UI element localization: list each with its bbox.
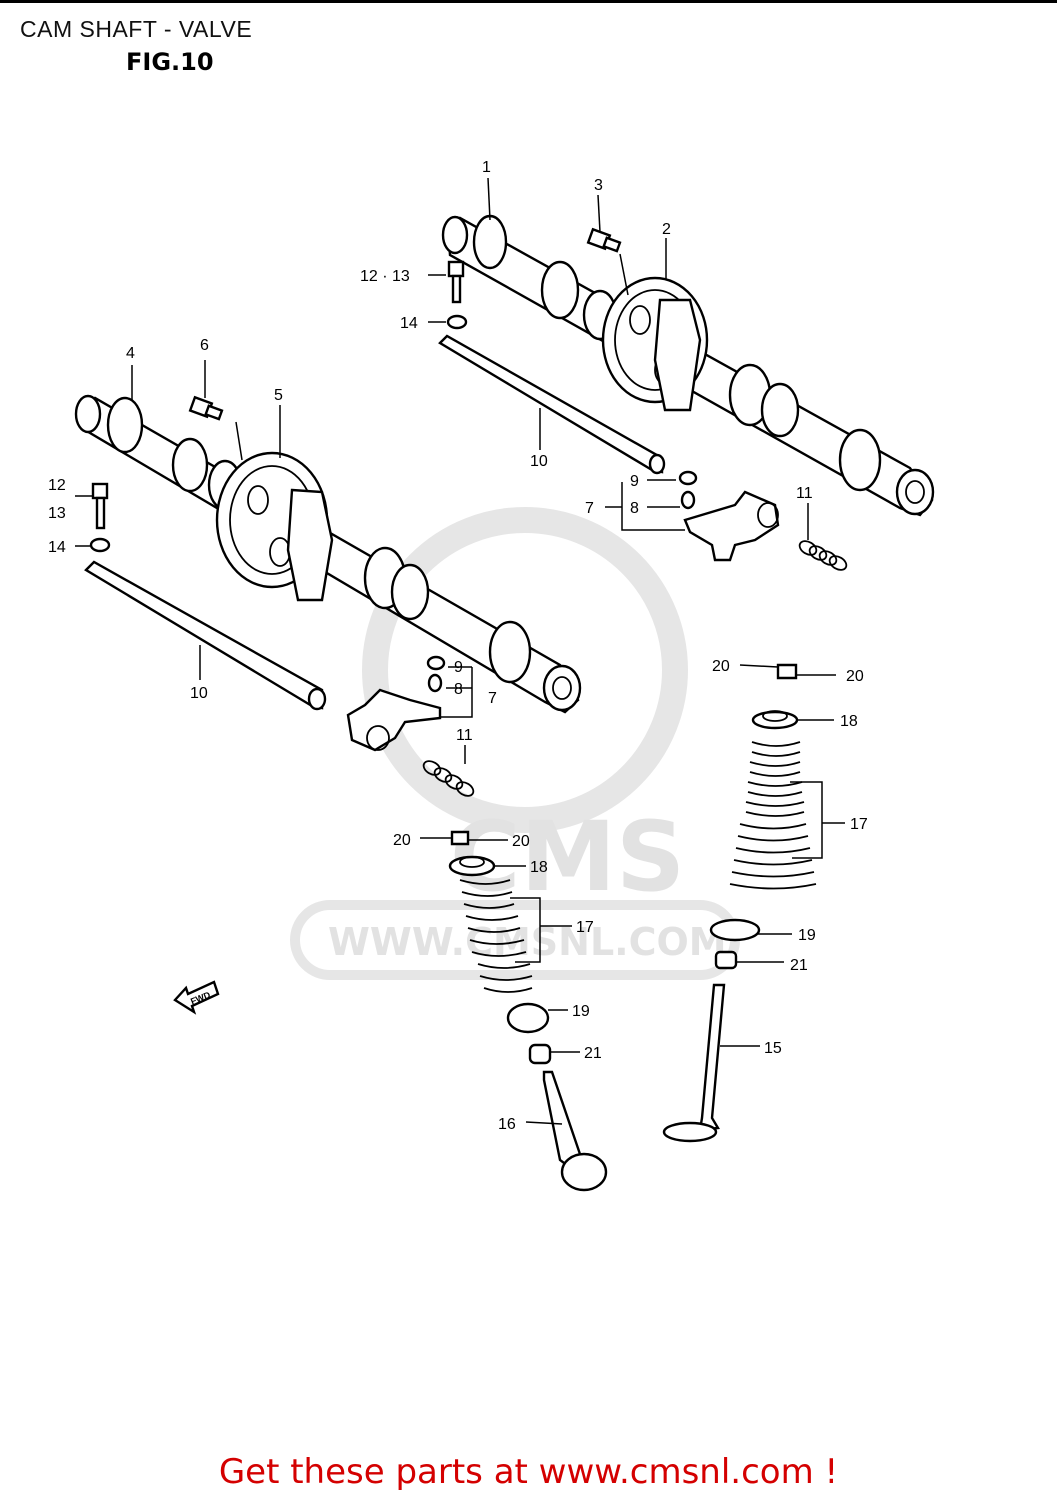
exploded-parts-diagram: CMS WWW.CMSNL.COM (48, 159, 935, 1192)
callout-10-upper: 10 (530, 453, 548, 470)
rocker-arm-upper (678, 470, 780, 562)
callout-14-upper: 14 (400, 315, 418, 332)
callout-19-right: 19 (798, 927, 816, 944)
rocker-spring-lower (422, 760, 475, 797)
leader-lines (75, 177, 845, 1125)
footer-promo-link[interactable]: Get these parts at www.cmsnl.com ! (218, 1452, 839, 1492)
sprocket-bolt-3 (586, 227, 622, 253)
callout-8-lower: 8 (454, 681, 463, 698)
callout-7-upper: 7 (585, 500, 594, 517)
callout-9-lower: 9 (454, 659, 463, 676)
lower-cam-sprocket (215, 451, 334, 602)
rocker-shaft-bolt-upper (446, 260, 468, 330)
callout-4: 4 (126, 345, 135, 362)
valve-assembly-left (448, 830, 608, 1192)
callout-11-upper: 11 (796, 485, 813, 502)
page-title: CAM SHAFT - VALVE (20, 16, 253, 42)
callout-3: 3 (594, 177, 603, 194)
rocker-shaft-upper (438, 334, 666, 475)
callout-11-lower: 11 (456, 727, 473, 744)
rocker-spring-upper (798, 540, 848, 571)
sprocket-bolt-6 (188, 395, 224, 421)
rocker-shaft-lower (84, 560, 327, 711)
callout-8-upper: 8 (630, 500, 639, 517)
callout-21-right: 21 (790, 957, 808, 974)
valve-assembly-right (662, 663, 817, 1143)
callout-20-right-b: 20 (846, 668, 864, 685)
callout-5: 5 (274, 387, 283, 404)
upper-cam-sprocket (601, 276, 709, 412)
callout-6: 6 (200, 337, 209, 354)
top-border-line (0, 0, 1057, 3)
callout-18-left: 18 (530, 859, 548, 876)
callout-12-lower: 12 (48, 477, 66, 494)
figure-label: FIG.10 (126, 48, 214, 76)
callout-2: 2 (662, 221, 671, 238)
callout-17-right: 17 (850, 816, 868, 833)
forward-direction-arrow: FWD (173, 980, 220, 1015)
callout-16: 16 (498, 1116, 516, 1133)
callout-labels: 1 2 3 12 · 13 14 10 4 6 5 12 13 14 10 9 … (48, 159, 868, 1133)
rocker-shaft-bolt-lower (89, 482, 111, 553)
callout-9-upper: 9 (630, 473, 639, 490)
callout-13-lower: 13 (48, 505, 66, 522)
callout-20-right-a: 20 (712, 658, 730, 675)
callout-10-lower: 10 (190, 685, 208, 702)
callout-21-left: 21 (584, 1045, 602, 1062)
callout-12-13-upper: 12 · 13 (360, 268, 410, 285)
watermark-url: WWW.CMSNL.COM (328, 920, 727, 964)
rocker-arm-lower (346, 655, 446, 752)
callout-17-left: 17 (576, 919, 594, 936)
callout-7-lower: 7 (488, 690, 497, 707)
callout-18-right: 18 (840, 713, 858, 730)
callout-20-left-b: 20 (512, 833, 530, 850)
watermark-brand: CMS (450, 801, 685, 913)
callout-20-left-a: 20 (393, 832, 411, 849)
callout-15: 15 (764, 1040, 782, 1057)
callout-19-left: 19 (572, 1003, 590, 1020)
callout-14-lower: 14 (48, 539, 66, 556)
callout-1: 1 (482, 159, 491, 176)
